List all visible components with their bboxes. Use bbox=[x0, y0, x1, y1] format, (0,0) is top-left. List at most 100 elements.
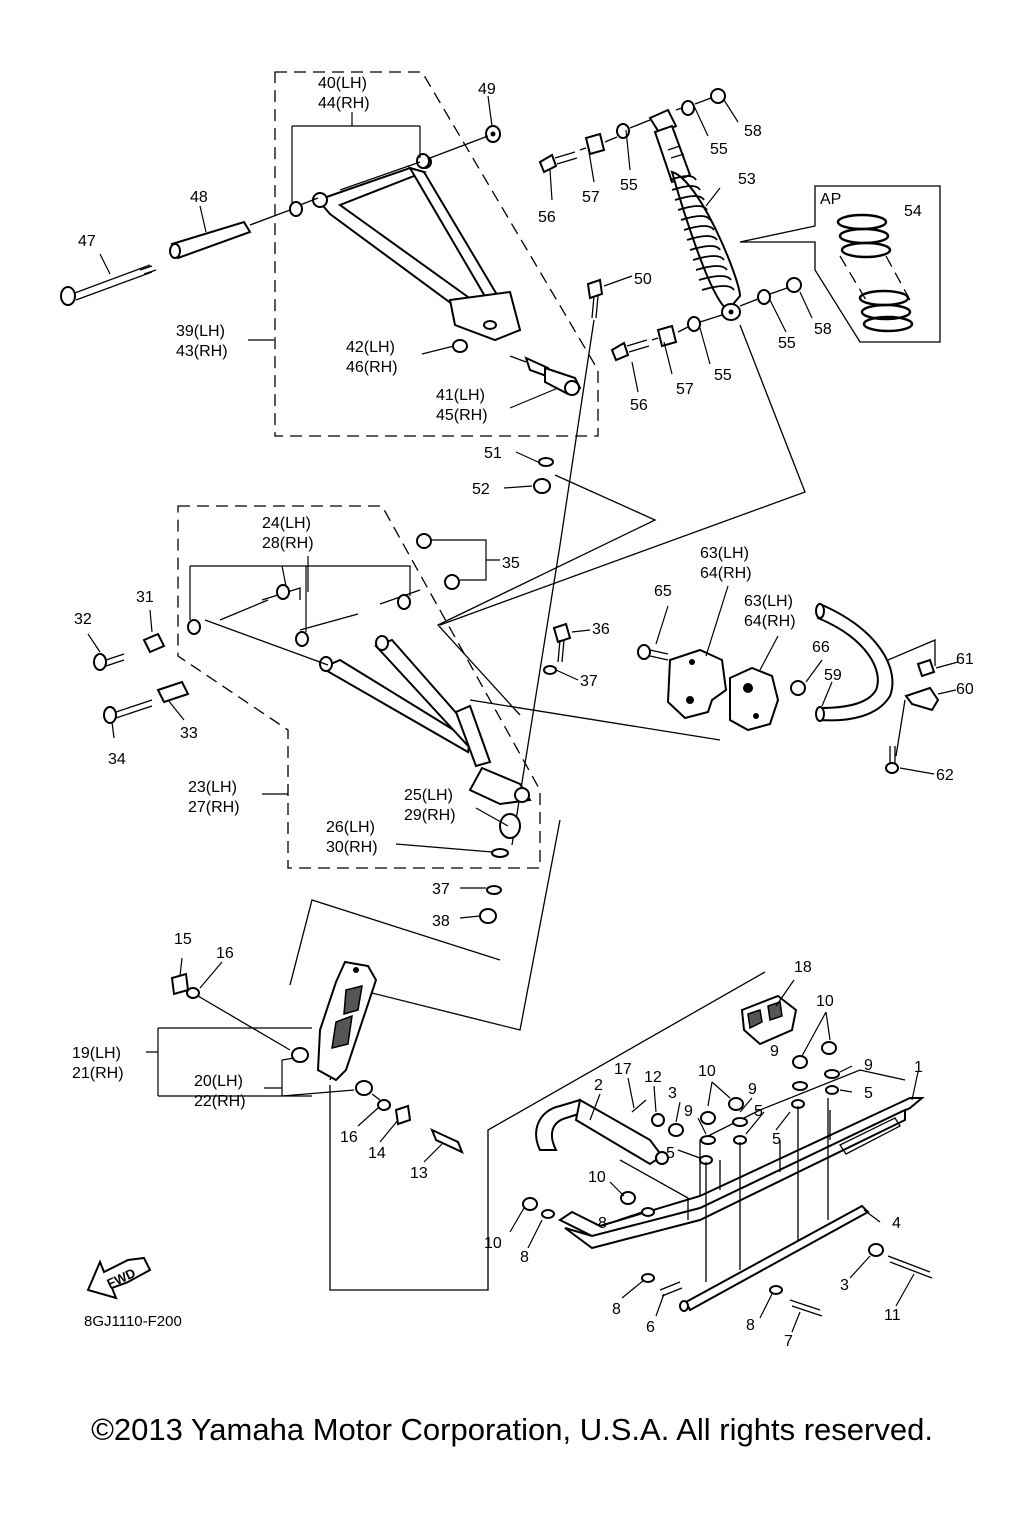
callout-45: 45(RH) bbox=[436, 407, 488, 424]
callout-57: 57 bbox=[582, 189, 600, 206]
callout-17: 17 bbox=[614, 1061, 632, 1078]
lower-arm-collars bbox=[142, 632, 190, 704]
callout-50: 50 bbox=[634, 271, 652, 288]
callout-53: 53 bbox=[738, 171, 756, 188]
callout-8: 8 bbox=[598, 1215, 607, 1232]
callout-8: 8 bbox=[746, 1317, 755, 1334]
callout-62: 62 bbox=[936, 767, 954, 784]
callout-31: 31 bbox=[136, 589, 154, 606]
callout-5: 5 bbox=[666, 1145, 675, 1162]
lower-a-arm bbox=[204, 587, 532, 806]
bolt-50 bbox=[586, 278, 604, 319]
bolt-65-nut-66 bbox=[637, 644, 806, 696]
lower-ball-joint-25 bbox=[491, 813, 521, 858]
callout-59: 59 bbox=[824, 667, 842, 684]
callout-9: 9 bbox=[748, 1081, 757, 1098]
callout-60: 60 bbox=[956, 681, 974, 698]
callout-55: 55 bbox=[620, 177, 638, 194]
lower-arm-caps-35 bbox=[416, 533, 460, 590]
callout-42: 42(LH) bbox=[346, 339, 395, 356]
callout-64-top: 64(RH) bbox=[700, 565, 752, 582]
callout-10: 10 bbox=[588, 1169, 606, 1186]
callout-51: 51 bbox=[484, 445, 502, 462]
callout-49: 49 bbox=[478, 81, 496, 98]
callout-23: 23(LH) bbox=[188, 779, 237, 796]
ski-body-1 bbox=[558, 1069, 925, 1250]
shock-absorber bbox=[648, 108, 742, 321]
upper-a-arm bbox=[312, 155, 522, 342]
callout-61: 61 bbox=[956, 651, 974, 668]
callout-39: 39(LH) bbox=[176, 323, 225, 340]
callout-46: 46(RH) bbox=[346, 359, 398, 376]
callout-35: 35 bbox=[502, 555, 520, 572]
callout-10: 10 bbox=[816, 993, 834, 1010]
callout-48: 48 bbox=[190, 189, 208, 206]
callout-5: 5 bbox=[772, 1131, 781, 1148]
forward-direction-arrow-icon: FWD bbox=[86, 1256, 152, 1300]
lower-arm-bolts bbox=[93, 653, 153, 724]
washer-37-nut-38 bbox=[479, 885, 502, 924]
callout-8: 8 bbox=[520, 1249, 529, 1266]
callout-38: 38 bbox=[432, 913, 450, 930]
upper-arm-bushings bbox=[249, 125, 501, 226]
callout-19: 19(LH) bbox=[72, 1045, 121, 1062]
callout-22: 22(RH) bbox=[194, 1093, 246, 1110]
lower-arm-group-box bbox=[177, 505, 541, 869]
callout-3: 3 bbox=[668, 1085, 677, 1102]
callout-29: 29(RH) bbox=[404, 807, 456, 824]
callout-8: 8 bbox=[612, 1301, 621, 1318]
callout-58: 58 bbox=[744, 123, 762, 140]
callout-40: 40(LH) bbox=[318, 75, 367, 92]
callout-18: 18 bbox=[794, 959, 812, 976]
upper-arm-bolt-47 bbox=[60, 264, 157, 306]
callout-labels: 40(LH) 44(RH) 49 58 55 55 53 56 57 48 47… bbox=[72, 75, 974, 1350]
callout-14: 14 bbox=[368, 1145, 386, 1162]
bracket-63-64-rear bbox=[729, 666, 780, 732]
callout-36: 36 bbox=[592, 621, 610, 638]
ski-hardware-small bbox=[522, 1041, 933, 1317]
callout-3: 3 bbox=[840, 1277, 849, 1294]
callout-44: 44(RH) bbox=[318, 95, 370, 112]
callout-10: 10 bbox=[698, 1063, 716, 1080]
callout-26: 26(LH) bbox=[326, 819, 375, 836]
callout-2: 2 bbox=[594, 1077, 603, 1094]
callout-5: 5 bbox=[864, 1085, 873, 1102]
lower-arm-bushings-24 bbox=[187, 584, 411, 647]
callout-21: 21(RH) bbox=[72, 1065, 124, 1082]
callout-63: 63(LH) bbox=[744, 593, 793, 610]
callout-25: 25(LH) bbox=[404, 787, 453, 804]
spindle-19-21 bbox=[316, 960, 378, 1082]
inset-tag: AP bbox=[820, 191, 841, 208]
bolt-36 bbox=[543, 622, 572, 675]
callout-41: 41(LH) bbox=[436, 387, 485, 404]
callout-64: 64(RH) bbox=[744, 613, 796, 630]
callout-43: 43(RH) bbox=[176, 343, 228, 360]
callout-57: 57 bbox=[676, 381, 694, 398]
callout-27: 27(RH) bbox=[188, 799, 240, 816]
upper-arm-group-box bbox=[274, 71, 599, 437]
callout-4: 4 bbox=[892, 1215, 901, 1232]
callout-55: 55 bbox=[710, 141, 728, 158]
callout-30: 30(RH) bbox=[326, 839, 378, 856]
callout-20: 20(LH) bbox=[194, 1073, 243, 1090]
callout-12: 12 bbox=[644, 1069, 662, 1086]
spindle-collars-bushings bbox=[170, 972, 464, 1154]
nut-42 bbox=[452, 339, 468, 353]
ski-saddle-18 bbox=[740, 994, 798, 1046]
ski-handle-2 bbox=[535, 1098, 689, 1220]
shock-bottom-hardware bbox=[610, 277, 802, 362]
callout-13: 13 bbox=[410, 1165, 428, 1182]
callout-6: 6 bbox=[646, 1319, 655, 1336]
callout-56: 56 bbox=[630, 397, 648, 414]
callout-16: 16 bbox=[340, 1129, 358, 1146]
callout-63-top: 63(LH) bbox=[700, 545, 749, 562]
steering-arm-59 bbox=[815, 602, 894, 722]
callout-10: 10 bbox=[484, 1235, 502, 1252]
callout-58: 58 bbox=[814, 321, 832, 338]
diagram-code: 8GJ1110-F200 bbox=[84, 1313, 182, 1330]
callout-leaders bbox=[87, 95, 959, 1333]
shock-top-hardware bbox=[538, 88, 726, 174]
callout-65: 65 bbox=[654, 583, 672, 600]
callout-37: 37 bbox=[580, 673, 598, 690]
